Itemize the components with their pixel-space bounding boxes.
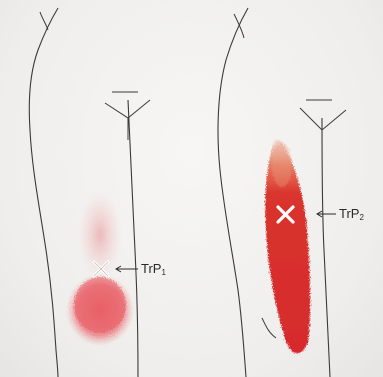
left-leg-view xyxy=(29,8,150,377)
trigger-point-1-pointer xyxy=(116,266,138,272)
referral-pain-area-2 xyxy=(265,140,310,353)
left-inner-contour xyxy=(128,100,138,377)
trigger-point-2-label: TrP2 xyxy=(339,207,364,225)
right-leg-outline-lateral xyxy=(218,8,248,377)
right-tendon-y xyxy=(300,108,346,148)
right-leg-view xyxy=(218,8,346,377)
right-inner-contour xyxy=(322,118,330,377)
trigger-point-1-label: TrP1 xyxy=(141,262,166,280)
left-leg-outline-lateral xyxy=(29,8,58,377)
left-tendon-y xyxy=(105,100,150,140)
left-hip-contour xyxy=(40,12,48,30)
trigger-point-2-pointer xyxy=(317,211,336,217)
right-knee-notch xyxy=(262,318,276,338)
